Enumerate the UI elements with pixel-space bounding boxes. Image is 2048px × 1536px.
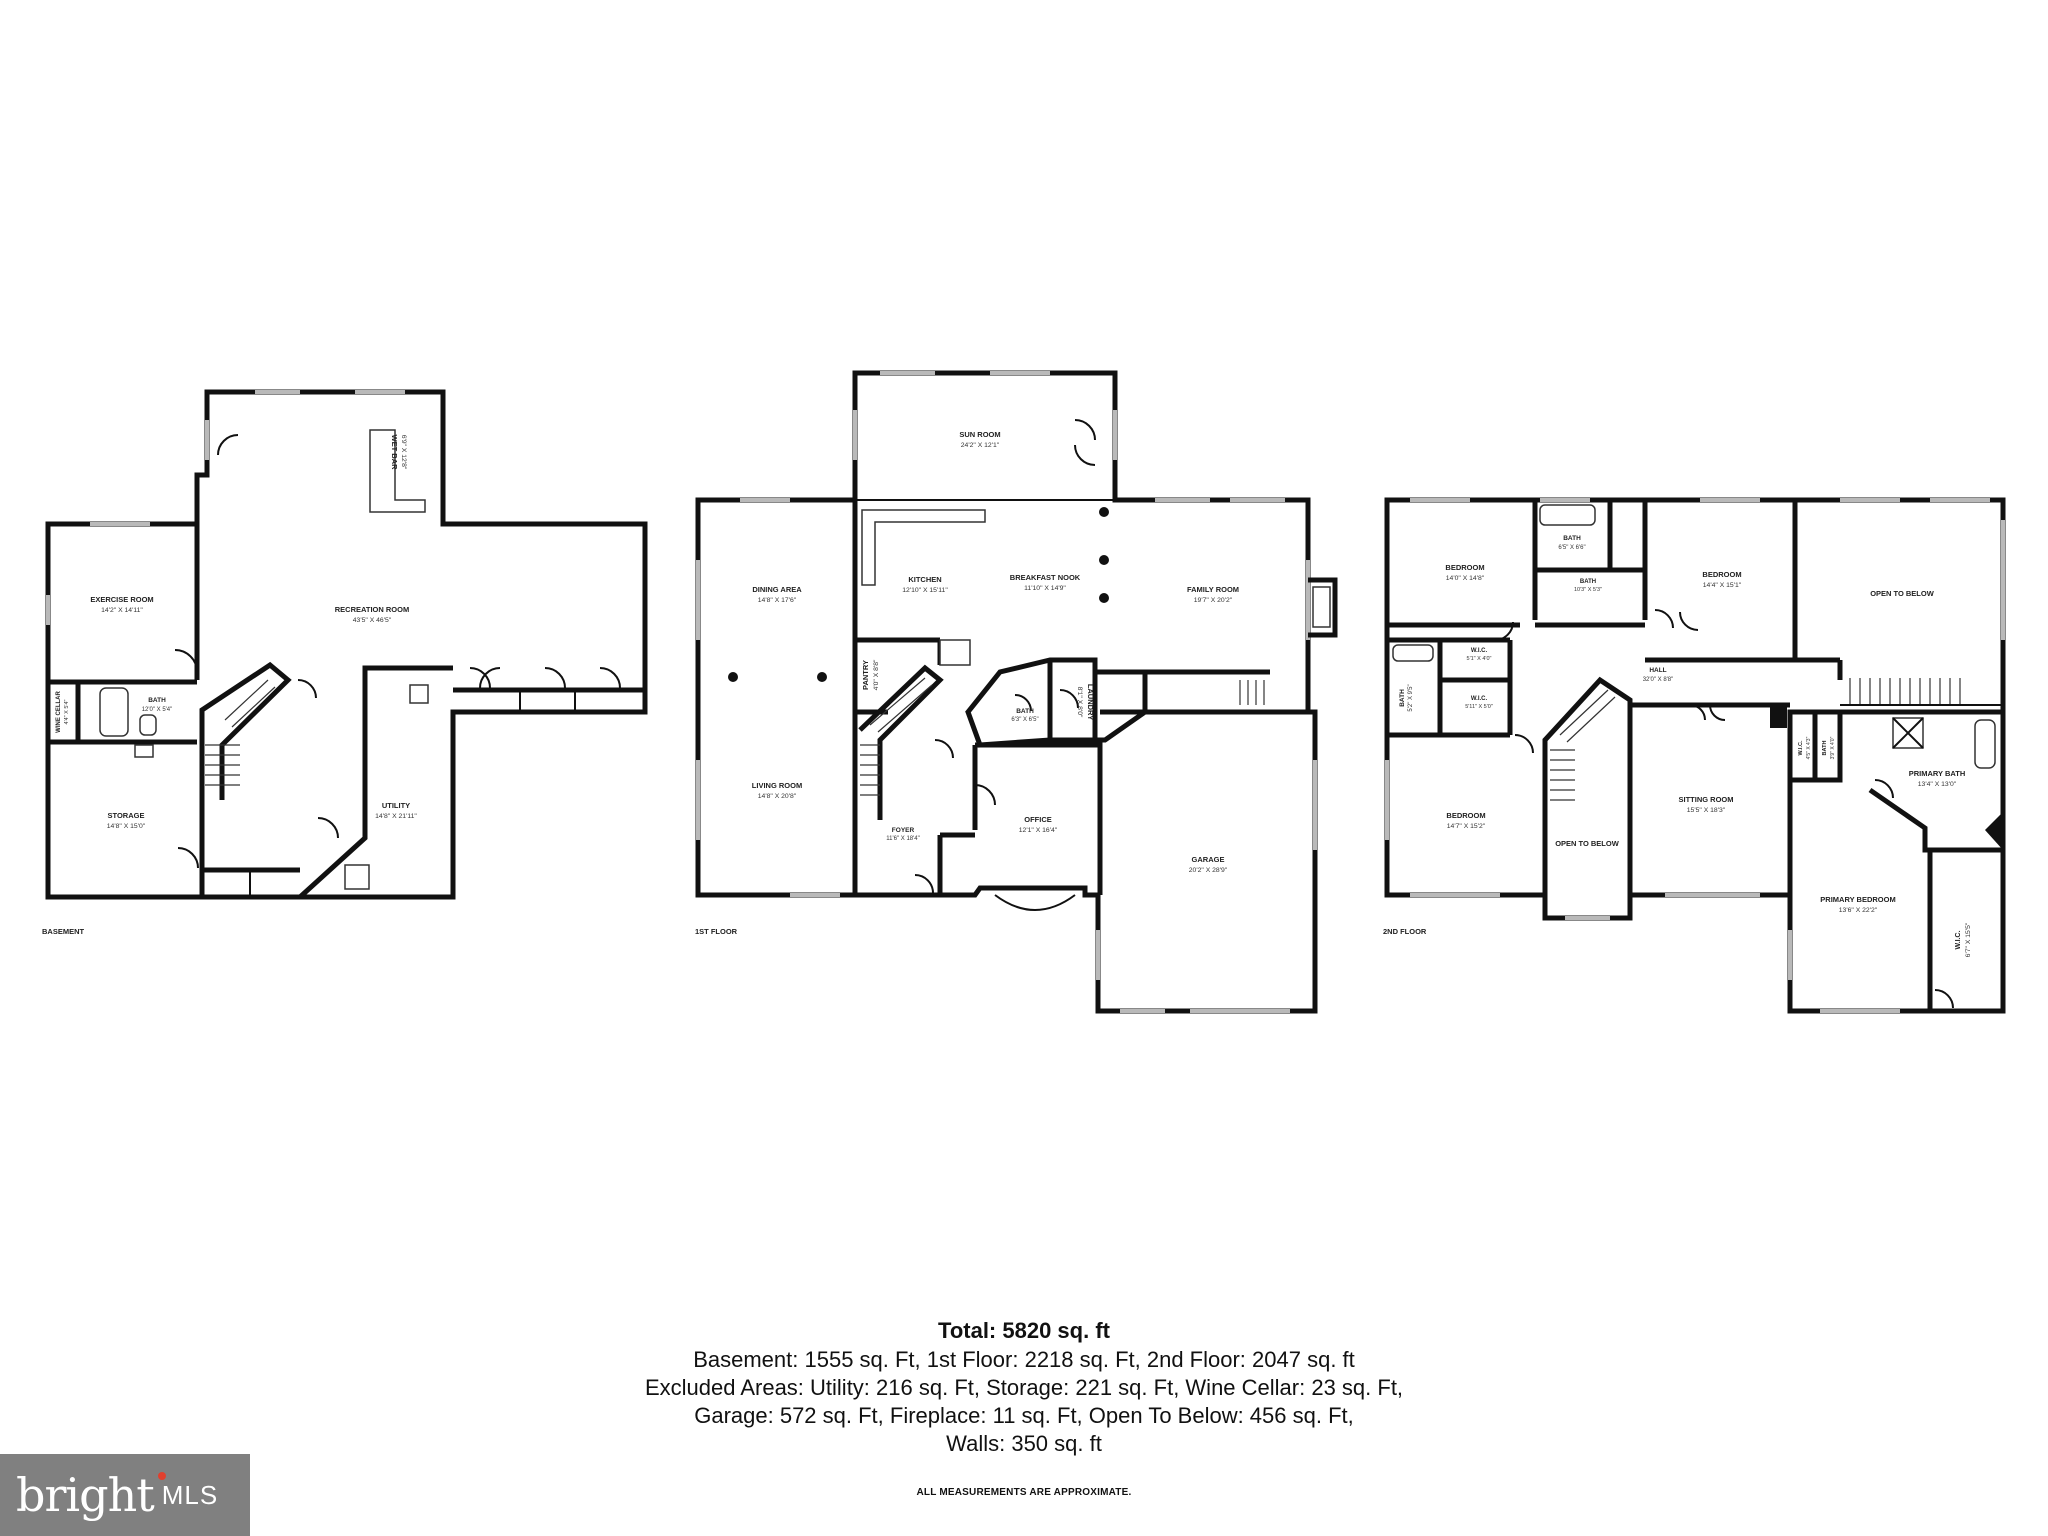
basement-room-dim: 14'2" X 14'11" xyxy=(101,607,143,614)
basement-plan: WET BAR 6'9" X 12'8" EXERCISE ROOM 14'2"… xyxy=(42,389,648,936)
second-floor-room-dim: 5'2" X 9'5" xyxy=(1408,684,1414,711)
second-floor-room-name: OPEN TO BELOW xyxy=(1870,589,1935,598)
first-floor-room-name: FAMILY ROOM xyxy=(1187,585,1239,594)
floor-label-1st: 1ST FLOOR xyxy=(695,927,738,936)
basement-room-name: RECREATION ROOM xyxy=(335,605,409,614)
summary-line: Garage: 572 sq. Ft, Fireplace: 11 sq. Ft… xyxy=(694,1403,1354,1428)
second-floor-room-name: BATH xyxy=(1822,741,1828,756)
second-floor-room-name: W.I.C. xyxy=(1471,696,1488,702)
second-floor-room-dim: 32'0" X 8'8" xyxy=(1643,677,1674,683)
first-floor-room-dim: 20'2" X 28'9" xyxy=(1189,867,1228,874)
first-floor-room-dim: 14'8" X 17'6" xyxy=(758,597,797,604)
summary-line: Excluded Areas: Utility: 216 sq. Ft, Sto… xyxy=(644,1375,1404,1400)
second-floor-room-dim: 6'5" X 6'6" xyxy=(1558,545,1585,551)
second-floor-room-dim: 5'11" X 5'0" xyxy=(1465,704,1493,710)
first-floor-room-dim: 6'3" X 6'5" xyxy=(1011,717,1038,723)
second-floor-room-name: PRIMARY BATH xyxy=(1909,769,1966,778)
first-floor-plan: SUN ROOM 24'2" X 12'1" DINING AREA 14'8"… xyxy=(695,370,1338,1014)
summary-line: Basement: 1555 sq. Ft, 1st Floor: 2218 s… xyxy=(693,1347,1355,1372)
second-floor-room-dim: 3'9" X 4'0" xyxy=(1830,736,1836,759)
first-floor-room-dim: 4'0" X 8'8" xyxy=(873,659,880,690)
second-floor-room-dim: 6'7" X 15'5" xyxy=(1965,922,1972,957)
first-floor-room-name: LIVING ROOM xyxy=(752,781,802,790)
total-area: Total: 5820 sq. ft xyxy=(938,1318,1110,1343)
second-floor-room-dim: 14'4" X 15'1" xyxy=(1703,582,1742,589)
logo-accent-dot xyxy=(158,1472,166,1480)
area-summary: Total: 5820 sq. ft Basement: 1555 sq. Ft… xyxy=(0,1316,2048,1458)
second-floor-room-name: W.I.C. xyxy=(1471,648,1488,654)
floor-label-2nd: 2ND FLOOR xyxy=(1383,927,1427,936)
first-floor-room-name: SUN ROOM xyxy=(959,430,1000,439)
basement-room-dim: 43'5" X 46'5" xyxy=(353,617,392,624)
first-floor-room-name: GARAGE xyxy=(1192,855,1225,864)
basement-room-name: EXERCISE ROOM xyxy=(90,595,153,604)
basement-room-name: STORAGE xyxy=(108,811,145,820)
second-floor-room-name: BATH xyxy=(1563,535,1581,542)
basement-room-dim: 14'8" X 21'11" xyxy=(375,813,417,820)
first-floor-room-name: DINING AREA xyxy=(752,585,802,594)
second-floor-plan: BEDROOM 14'0" X 14'8" BATH 6'5" X 6'6" B… xyxy=(1383,497,2006,1014)
second-floor-room-dim: 4'5" X 4'3" xyxy=(1806,736,1812,759)
first-floor-room-dim: 11'6" X 18'4" xyxy=(886,836,919,842)
second-floor-room-dim: 5'1" X 4'0" xyxy=(1467,656,1492,662)
bright-mls-logo: bright MLS xyxy=(0,1454,250,1536)
second-floor-room-dim: 14'7" X 15'2" xyxy=(1447,823,1486,830)
second-floor-room-name: W.I.C. xyxy=(1798,740,1804,755)
first-floor-room-dim: 24'2" X 12'1" xyxy=(961,442,1000,449)
basement-room-dim: 4'4" X 5'4" xyxy=(64,699,70,724)
first-floor-room-name: OFFICE xyxy=(1024,815,1052,824)
first-floor-room-name: LAUNDRY xyxy=(1086,684,1095,720)
second-floor-room-name: W.I.C. xyxy=(1955,930,1962,949)
second-floor-room-name: OPEN TO BELOW xyxy=(1555,839,1620,848)
first-floor-room-dim: 12'10" X 15'11" xyxy=(902,587,948,594)
first-floor-room-name: PANTRY xyxy=(861,660,870,690)
second-floor-room-dim: 10'3" X 5'3" xyxy=(1574,587,1602,593)
second-floor-room-name: BEDROOM xyxy=(1702,570,1741,579)
basement-room-dim: 14'8" X 15'0" xyxy=(107,823,146,830)
basement-room-name: UTILITY xyxy=(382,801,410,810)
first-floor-room-name: BREAKFAST NOOK xyxy=(1010,573,1081,582)
basement-room-name: WINE CELLAR xyxy=(56,691,62,733)
basement-room-dim: 6'9" X 12'8" xyxy=(400,435,407,470)
first-floor-room-dim: 19'7" X 20'2" xyxy=(1194,597,1233,604)
second-floor-room-name: BEDROOM xyxy=(1445,563,1484,572)
first-floor-room-dim: 14'8" X 20'8" xyxy=(758,793,797,800)
summary-line: Walls: 350 sq. ft xyxy=(946,1431,1102,1456)
second-floor-room-name: PRIMARY BEDROOM xyxy=(1820,895,1895,904)
disclaimer: ALL MEASUREMENTS ARE APPROXIMATE. xyxy=(916,1487,1132,1498)
basement-room-name: BATH xyxy=(148,697,166,704)
second-floor-room-name: BEDROOM xyxy=(1446,811,1485,820)
second-floor-room-dim: 13'4" X 13'0" xyxy=(1918,781,1957,788)
second-floor-room-name: HALL xyxy=(1649,667,1666,674)
second-floor-room-name: SITTING ROOM xyxy=(1679,795,1734,804)
first-floor-room-name: FOYER xyxy=(892,827,915,834)
first-floor-room-dim: 12'1" X 16'4" xyxy=(1019,827,1058,834)
logo-brand: bright xyxy=(16,1468,155,1522)
basement-room-dim: 12'0" X 5'4" xyxy=(142,707,173,713)
second-floor-room-name: BATH xyxy=(1399,689,1406,707)
second-floor-room-dim: 15'5" X 18'3" xyxy=(1687,807,1726,814)
second-floor-room-name: BATH xyxy=(1580,579,1596,585)
second-floor-room-dim: 13'6" X 22'2" xyxy=(1839,907,1878,914)
first-floor-room-dim: 11'10" X 14'9" xyxy=(1024,585,1066,592)
first-floor-room-name: KITCHEN xyxy=(908,575,941,584)
first-floor-room-dim: 8'1" X 8'0" xyxy=(1076,687,1083,718)
basement-room-name: WET BAR xyxy=(390,435,399,471)
floor-label-basement: BASEMENT xyxy=(42,927,85,936)
logo-suffix: MLS xyxy=(161,1479,219,1510)
first-floor-room-name: BATH xyxy=(1016,708,1034,715)
second-floor-room-dim: 14'0" X 14'8" xyxy=(1446,575,1485,582)
